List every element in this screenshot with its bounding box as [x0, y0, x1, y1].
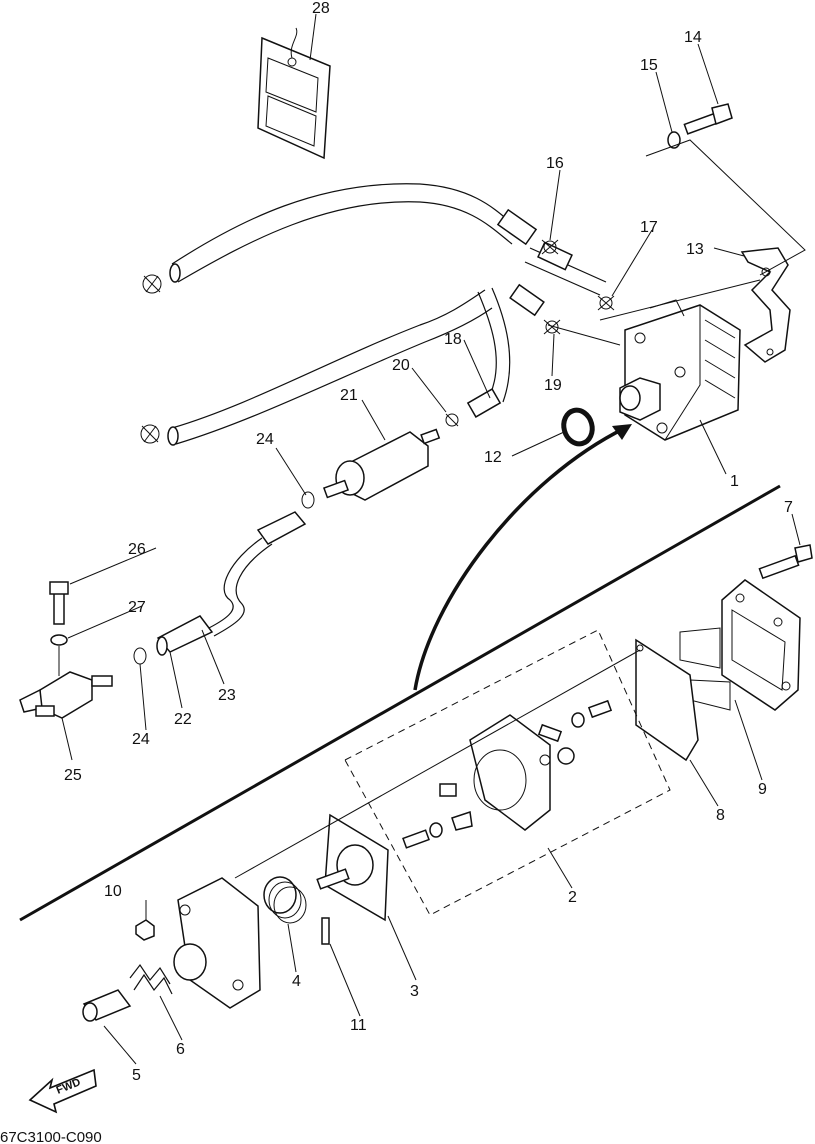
part-5-plunger: [82, 989, 132, 1022]
fuel-hose-upper: [169, 183, 538, 283]
engine-block-edge-line: [19, 484, 781, 922]
callout-10: 10: [104, 883, 122, 900]
part-2-group-box: [344, 629, 671, 916]
part-4-spring: [263, 876, 307, 924]
callout-9: 9: [758, 781, 767, 798]
callout-6: 6: [176, 1041, 185, 1058]
callout-4: 4: [292, 973, 301, 990]
callout-7: 7: [784, 499, 793, 516]
callout-5: 5: [132, 1067, 141, 1084]
callout-3: 3: [410, 983, 419, 1000]
callout-24a: 24: [256, 431, 274, 448]
callout-27: 27: [128, 599, 146, 616]
callout-28: 28: [312, 0, 330, 17]
callout-8: 8: [716, 807, 725, 824]
bolt-guide-line: [645, 139, 806, 276]
part-13-bracket: [740, 247, 791, 363]
part-22-23-hose: [156, 511, 307, 656]
part-1-fuel-pump: [619, 299, 741, 441]
callout-12: 12: [484, 449, 502, 466]
part-16-clip: [541, 239, 559, 255]
callout-26: 26: [128, 541, 146, 558]
part-11-pin: [321, 917, 330, 945]
callout-19: 19: [544, 377, 562, 394]
part-27-washer: [50, 634, 68, 676]
pump-inlet-hose: [524, 241, 607, 296]
callout-13: 13: [686, 241, 704, 258]
assembly-arrow: [413, 424, 632, 691]
part-6-spring: [129, 963, 173, 995]
callout-22: 22: [174, 711, 192, 728]
diagram-code: 67C3100-C090: [0, 1129, 102, 1144]
hose-clip-lower-left: [140, 424, 160, 444]
callout-16: 16: [546, 155, 564, 172]
callout-23: 23: [218, 687, 236, 704]
part-24-clip-lower: [133, 647, 147, 665]
part-20-clip: [445, 413, 459, 427]
part-24-clip-upper: [301, 491, 315, 509]
part-2-pump-housing: [402, 699, 613, 849]
part-7-bolt: [758, 544, 813, 580]
part-21-fuel-filter: [322, 428, 441, 501]
part-25-fuel-connector: [19, 671, 113, 719]
fuel-hose-lower: [167, 289, 493, 446]
callouts: 28 14 15 16 17 13 18 20 19 21 24 12 1 7 …: [64, 0, 793, 1084]
callout-20: 20: [392, 357, 410, 374]
part-18-hose: [466, 283, 545, 418]
hose-clip-upper-left: [142, 274, 162, 294]
lower-assembly-guide: [234, 649, 641, 879]
part-3-diaphragm: [316, 813, 389, 922]
part-9-cover: [721, 579, 801, 711]
part-12-o-ring: [561, 407, 595, 447]
part-10-nut: [135, 919, 155, 941]
pump-guide-line: [547, 279, 761, 346]
callout-14: 14: [684, 29, 702, 46]
callout-2: 2: [568, 889, 577, 906]
callout-25: 25: [64, 767, 82, 784]
part-19-clip: [543, 319, 561, 335]
part-17-clip: [597, 295, 615, 311]
leader-lines: [61, 13, 801, 1065]
callout-17: 17: [640, 219, 658, 236]
callout-1: 1: [730, 473, 739, 490]
part-14-bolt: [683, 103, 733, 135]
callout-24b: 24: [132, 731, 150, 748]
callout-11: 11: [350, 1017, 367, 1034]
part-26-bolt: [49, 581, 69, 625]
part-28-label-tag: [257, 27, 331, 160]
fwd-arrow-icon: FWD: [28, 1068, 97, 1114]
callout-18: 18: [444, 331, 462, 348]
callout-15: 15: [640, 57, 658, 74]
part-8-gasket: [635, 638, 699, 762]
callout-21: 21: [340, 387, 358, 404]
lower-pump-body: [173, 877, 261, 1009]
part-15-washer: [667, 131, 681, 149]
